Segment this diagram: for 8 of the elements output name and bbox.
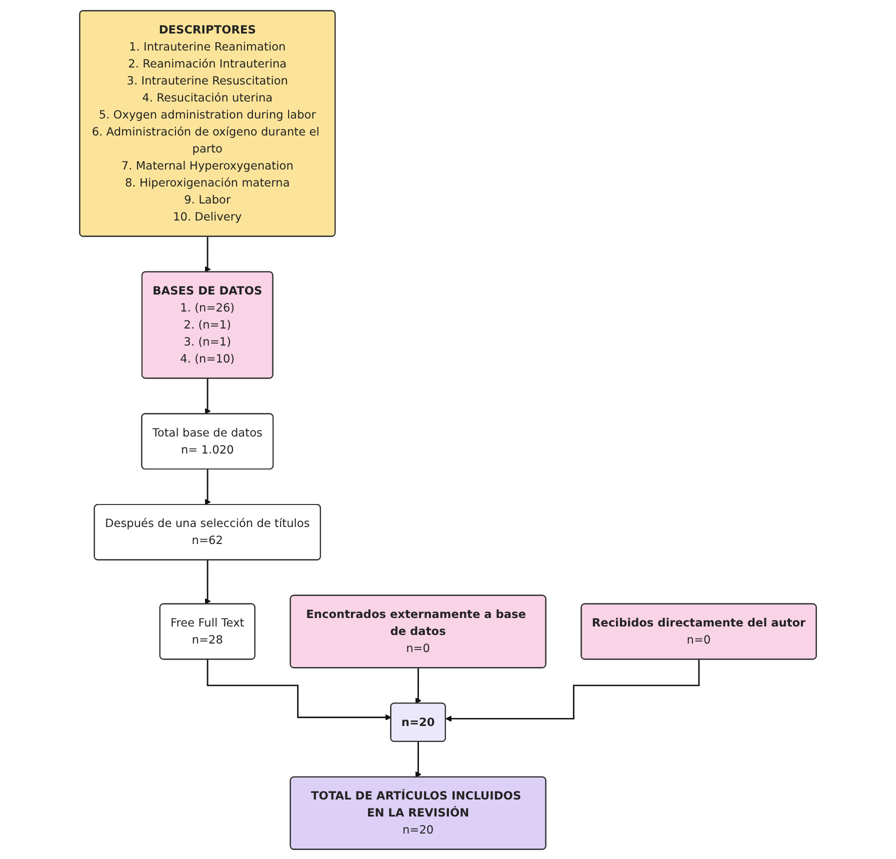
arrow — [206, 658, 392, 720]
arrow — [415, 666, 422, 704]
arrow — [204, 377, 211, 414]
arrow — [204, 468, 211, 505]
arrow — [204, 235, 211, 272]
arrow — [415, 740, 422, 778]
arrow — [445, 658, 700, 722]
arrow — [204, 558, 211, 604]
